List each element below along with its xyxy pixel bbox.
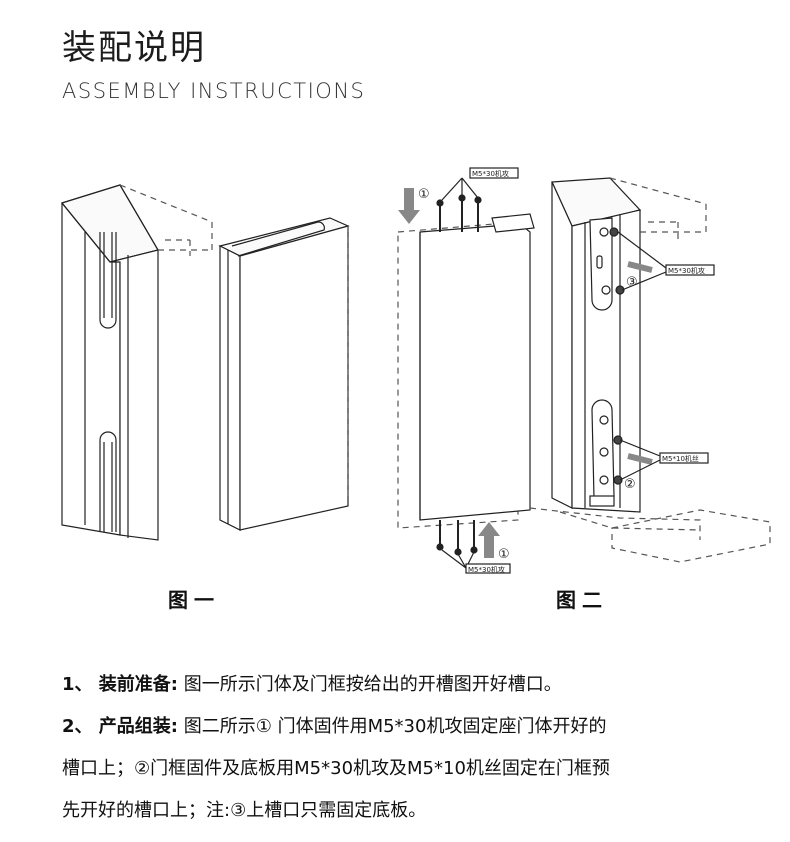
page-subtitle: ASSEMBLY INSTRUCTIONS <box>62 79 366 103</box>
page-title: 装配说明 <box>62 28 206 68</box>
step-2-text-line-3: 先开好的槽口上；注:③上槽口只需固定底板。 <box>62 800 427 821</box>
step-1-text: 图一所示门体及门框按给出的开槽图开好槽口。 <box>178 674 562 695</box>
figure-1-caption: 图一 <box>168 588 220 612</box>
door-frame-piece <box>60 184 213 541</box>
step-2-text-line-2: 槽口上；②门框固件及底板用M5*30机攻及M5*10机丝固定在门框预 <box>62 758 610 779</box>
marker-2: ② <box>624 477 636 492</box>
step-1-label: 1、 装前准备: <box>62 674 178 695</box>
door-panel <box>218 217 350 531</box>
step-1: 1、 装前准备: 图一所示门体及门框按给出的开槽图开好槽口。 <box>62 664 762 706</box>
assembly-diagram: ① ① ③ ② M5*30机攻 M5*30机攻 M5*30机攻 M5*10机丝 <box>60 167 771 574</box>
step-2-text-line-1: 图二所示① 门体固件用M5*30机攻固定座门体开好的 <box>178 716 607 737</box>
instructions: 1、 装前准备: 图一所示门体及门框按给出的开槽图开好槽口。 2、 产品组装: … <box>62 664 762 832</box>
marker-3: ③ <box>626 275 638 290</box>
frame-assembly <box>529 177 771 563</box>
label-frame-bottom-screws: M5*10机丝 <box>662 454 699 463</box>
marker-1-bottom: ① <box>498 547 510 562</box>
door-assembly <box>397 167 535 574</box>
marker-1-top: ① <box>418 187 430 202</box>
figure-2-caption: 图二 <box>556 588 608 612</box>
label-frame-top-screws: M5*30机攻 <box>668 266 705 275</box>
label-bottom-screws: M5*30机攻 <box>468 565 505 574</box>
label-top-screws: M5*30机攻 <box>472 169 509 178</box>
step-2-label: 2、 产品组装: <box>62 716 178 737</box>
step-2: 2、 产品组装: 图二所示① 门体固件用M5*30机攻固定座门体开好的 <box>62 706 762 748</box>
